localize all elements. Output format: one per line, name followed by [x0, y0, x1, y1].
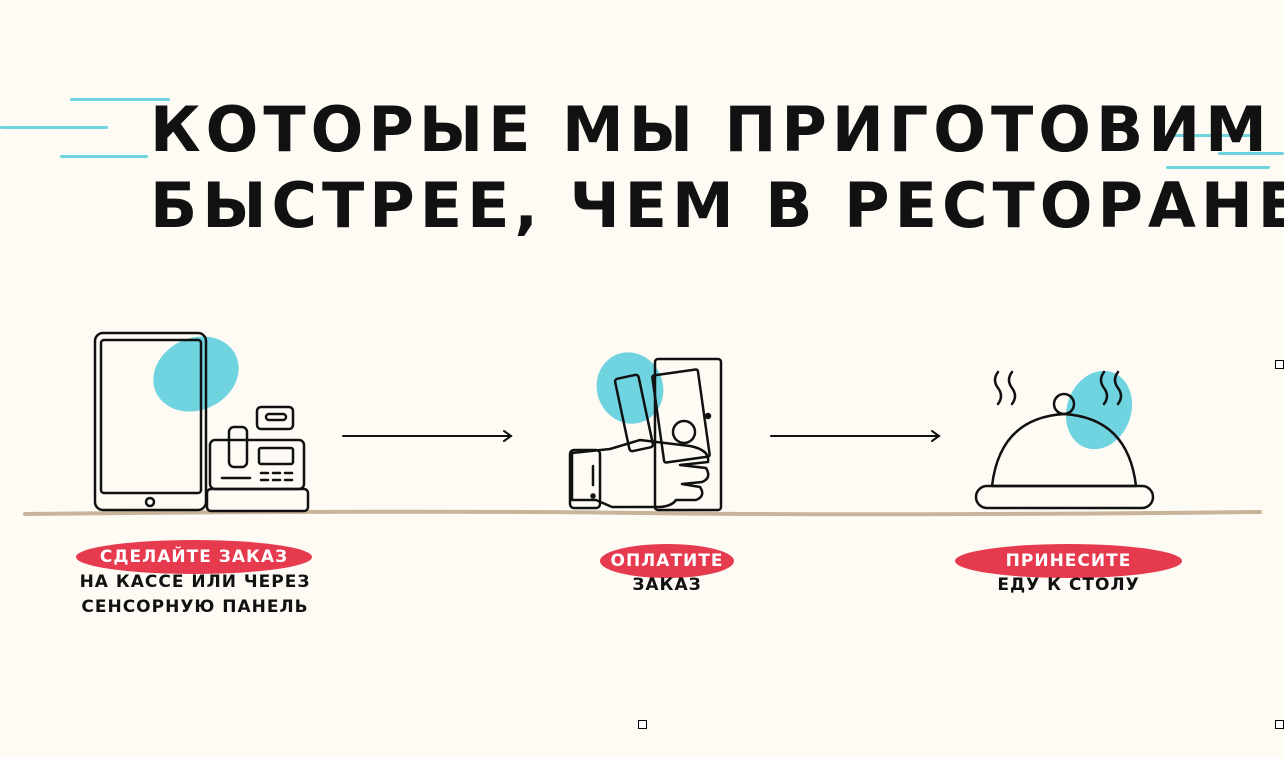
- resize-handle[interactable]: [1275, 720, 1284, 729]
- caption-line: ЕДУ К СТОЛУ: [997, 575, 1140, 595]
- tablet-and-cash-register-icon: [93, 331, 310, 513]
- caption-line: НА КАССЕ ИЛИ ЧЕРЕЗ: [79, 572, 311, 592]
- step-caption-order: НА КАССЕ ИЛИ ЧЕРЕЗ СЕНСОРНУЮ ПАНЕЛЬ: [62, 570, 328, 620]
- payment-terminal: [653, 357, 723, 512]
- tablet-screen: [99, 338, 203, 495]
- register-display: [257, 446, 295, 466]
- speed-line: [70, 98, 170, 101]
- steam: [1007, 370, 1017, 406]
- blue-blob: [1065, 370, 1133, 450]
- step-badge-order: СДЕЛАЙТЕ ЗАКАЗ: [76, 540, 312, 574]
- arrow-right-icon: [770, 430, 941, 442]
- register-base: [205, 487, 310, 513]
- blue-blob: [153, 336, 239, 412]
- tablet-outline: [93, 331, 208, 512]
- speed-line: [1218, 152, 1284, 155]
- hand-paying-money-icon: [568, 352, 723, 512]
- speed-line: [1166, 134, 1254, 137]
- tablet-home-button: [144, 496, 156, 508]
- cloche-dome: [990, 412, 1138, 488]
- caption-line: СЕНСОРНУЮ ПАНЕЛЬ: [81, 597, 309, 617]
- resize-handle[interactable]: [1275, 360, 1284, 369]
- steam: [1113, 370, 1123, 406]
- resize-handle[interactable]: [638, 720, 647, 729]
- step-badge-pay: ОПЛАТИТЕ: [600, 544, 734, 578]
- caption-line: ЗАКАЗ: [632, 575, 702, 595]
- arrow-right-icon: [342, 430, 513, 442]
- headline-line-1: КОТОРЫЕ МЫ ПРИГОТОВИМ: [150, 93, 1272, 166]
- speed-line: [0, 126, 108, 129]
- step-badge-serve: ПРИНЕСИТЕ: [955, 544, 1182, 578]
- headline-line-2: БЫСТРЕЕ, ЧЕМ В РЕСТОРАНЕ: [150, 169, 1284, 242]
- banknote: [651, 368, 711, 464]
- bank-card: [613, 373, 655, 453]
- steam: [1099, 370, 1109, 406]
- register-handset: [227, 425, 249, 469]
- food-cloche-icon: [974, 370, 1155, 510]
- speed-line: [1166, 166, 1270, 169]
- step-caption-pay: ЗАКАЗ: [600, 573, 734, 598]
- step-caption-serve: ЕДУ К СТОЛУ: [955, 573, 1182, 598]
- speed-line: [60, 155, 148, 158]
- register-receipt: [255, 405, 295, 431]
- cloche-tray: [974, 484, 1155, 510]
- headline: КОТОРЫЕ МЫ ПРИГОТОВИМ БЫСТРЕЕ, ЧЕМ В РЕС…: [150, 92, 1284, 244]
- hand: [570, 438, 710, 509]
- blue-blob: [596, 352, 664, 424]
- steam: [993, 370, 1003, 406]
